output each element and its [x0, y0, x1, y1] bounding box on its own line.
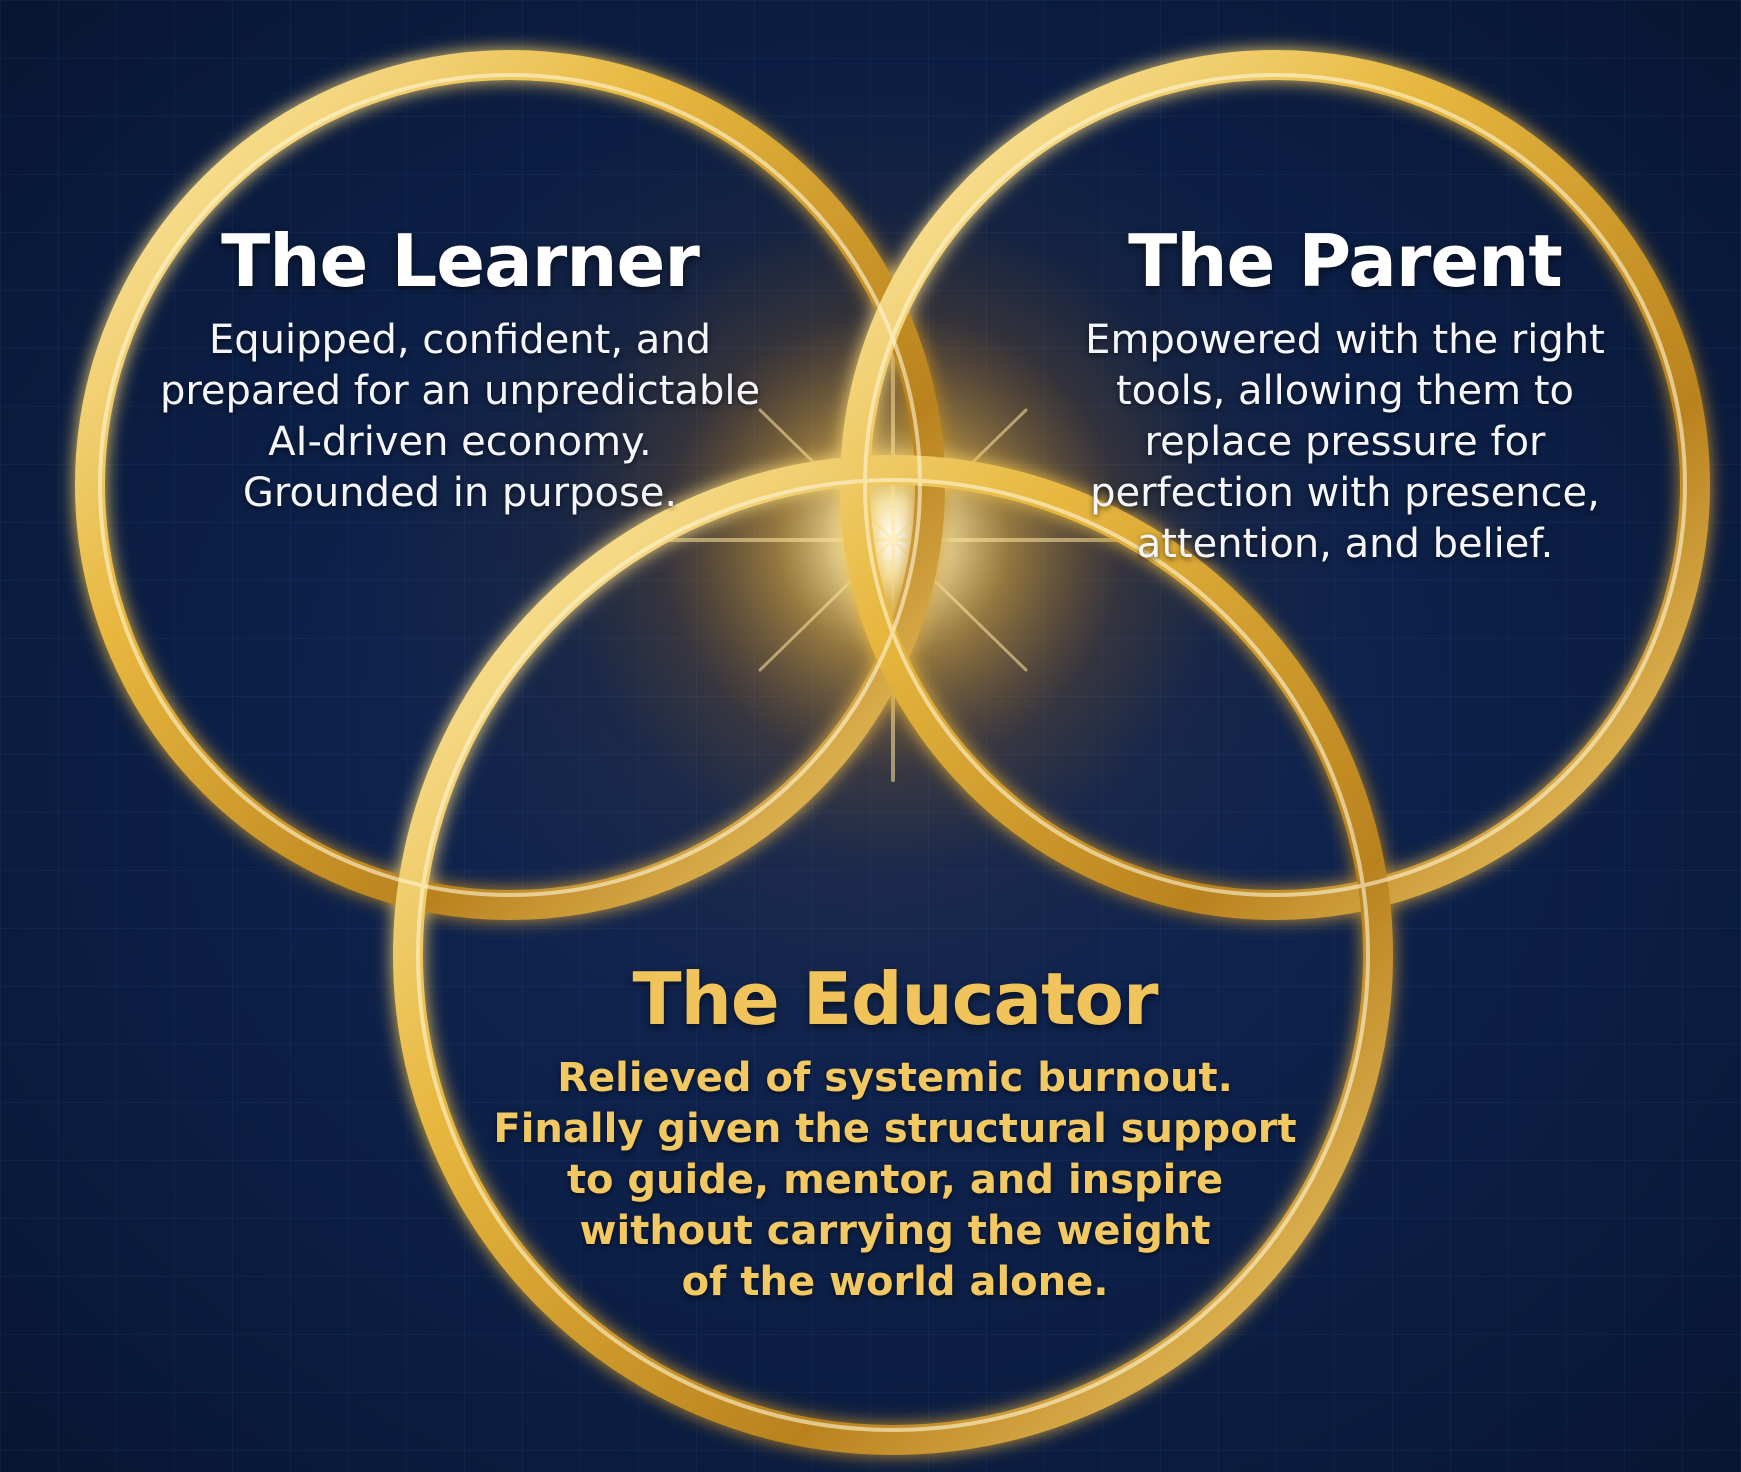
parent-title: The Parent [1128, 219, 1563, 303]
educator-description: Relieved of systemic burnout. Finally gi… [493, 1055, 1297, 1306]
educator-ring [393, 455, 1393, 1455]
educator-label: The Educator Relieved of systemic burnou… [465, 957, 1325, 1308]
learner-description: Equipped, confident, and prepared for an… [159, 317, 761, 517]
parent-label: The Parent Empowered with the right tool… [1025, 219, 1665, 570]
educator-title: The Educator [632, 957, 1159, 1041]
learner-title: The Learner [221, 219, 700, 303]
parent-description: Empowered with the right tools, allowing… [1085, 317, 1605, 568]
learner-label: The Learner Equipped, confident, and pre… [150, 219, 770, 519]
light-rays [648, 298, 1138, 782]
